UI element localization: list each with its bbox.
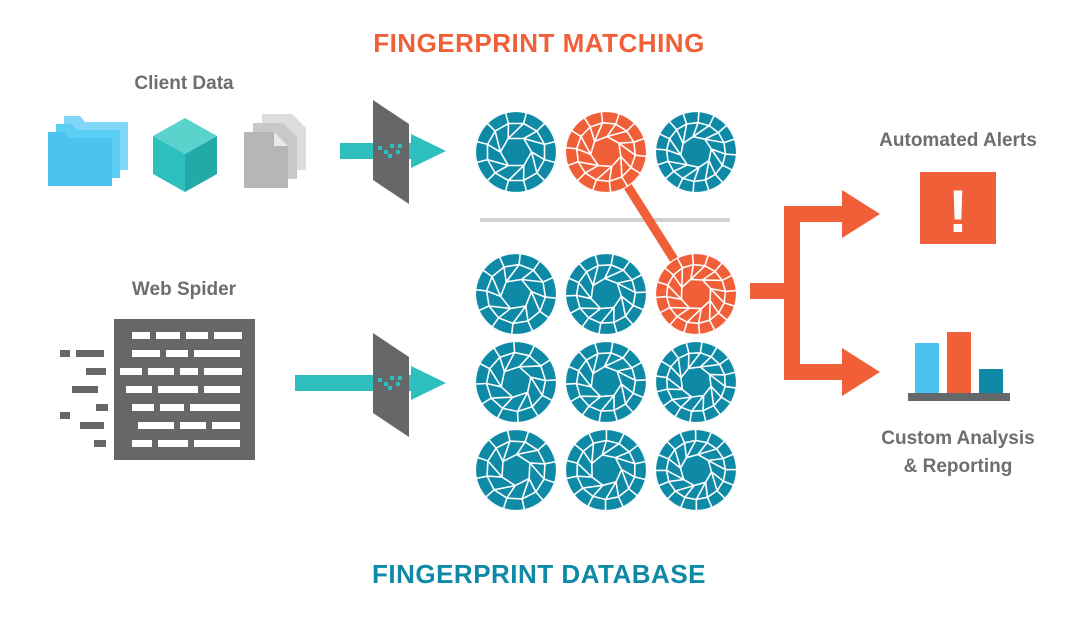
fingerprint-ball-icon: [564, 428, 648, 512]
fingerprint-ball-icon: [564, 110, 648, 194]
alert-exclamation-icon: [920, 172, 996, 244]
web-spider-label: Web Spider: [131, 279, 237, 300]
fingerprint-matching-title: FINGERPRINT MATCHING: [373, 28, 705, 58]
bottom-input-arrow: [295, 366, 446, 400]
fingerprint-ball-icon: [564, 252, 648, 336]
custom-analysis-line2: & Reporting: [903, 456, 1013, 477]
output-branch-arrows: [750, 190, 880, 396]
client-data-label: Client Data: [134, 73, 234, 94]
fingerprint-ball-icon: [654, 110, 738, 194]
custom-analysis-label: Custom Analysis & Reporting: [858, 425, 1058, 481]
fingerprint-ball-icon: [474, 340, 558, 424]
filter-panel-icon: [373, 100, 409, 204]
filter-panel-icon: [373, 333, 409, 437]
fingerprint-ball-icon: [654, 340, 738, 424]
custom-analysis-line1: Custom Analysis: [881, 428, 1035, 449]
automated-alerts-label: Automated Alerts: [879, 130, 1037, 151]
fingerprint-ball-icon: [654, 252, 738, 336]
fingerprint-ball-icon: [564, 340, 648, 424]
bar-chart-icon: [908, 332, 1010, 401]
divider-line: [480, 218, 730, 222]
alert-symbol: !: [948, 178, 968, 245]
document-stack-icon: [244, 114, 306, 188]
fingerprint-ball-icon: [474, 110, 558, 194]
fingerprint-ball-icon: [474, 252, 558, 336]
fingerprint-database-title: FINGERPRINT DATABASE: [371, 559, 707, 589]
cube-icon: [153, 118, 217, 192]
fingerprint-ball-icon: [474, 428, 558, 512]
fingerprint-ball-icon: [654, 428, 738, 512]
folder-stack-icon: [48, 116, 128, 186]
fingerprint-grid: [474, 110, 738, 512]
webpage-lines-icon: [60, 319, 255, 460]
